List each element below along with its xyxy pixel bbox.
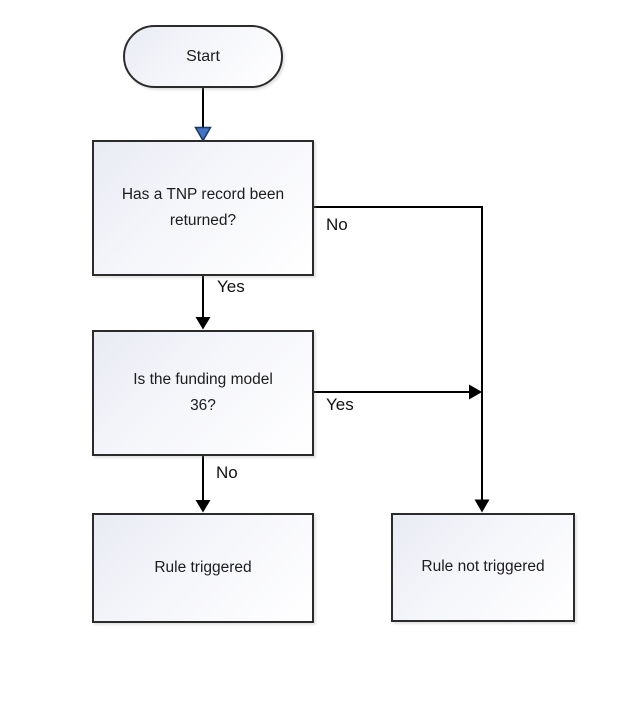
arrowhead-black-down-bottom <box>195 500 211 513</box>
arrowhead-blue-down <box>194 126 212 143</box>
edge-label-funding-no: No <box>216 463 238 482</box>
decision-node-funding-model: Is the funding model 36? <box>92 330 314 456</box>
arrowhead-black-down-mid <box>195 317 211 330</box>
edge-label-funding-yes: Yes <box>326 395 354 414</box>
edge-label-tnp-no: No <box>326 215 348 234</box>
start-node-label: Start <box>186 47 220 65</box>
decision-node-tnp-record-label: Has a TNP record been returned? <box>121 185 285 229</box>
decision-node-funding-model-label: Is the funding model 36? <box>133 370 273 414</box>
terminal-node-rule-triggered: Rule triggered <box>92 513 314 623</box>
terminal-node-rule-not-triggered-label: Rule not triggered <box>421 558 545 576</box>
terminal-node-rule-triggered-label: Rule triggered <box>154 558 252 576</box>
arrowhead-black-down-right <box>474 499 490 513</box>
terminal-node-rule-not-triggered: Rule not triggered <box>391 513 575 622</box>
edge-tnp-no <box>314 206 483 510</box>
edge-label-tnp-yes: Yes <box>217 277 245 296</box>
decision-node-tnp-record: Has a TNP record been returned? <box>92 140 314 276</box>
start-node: Start <box>123 25 283 88</box>
arrowhead-black-right <box>469 384 482 400</box>
